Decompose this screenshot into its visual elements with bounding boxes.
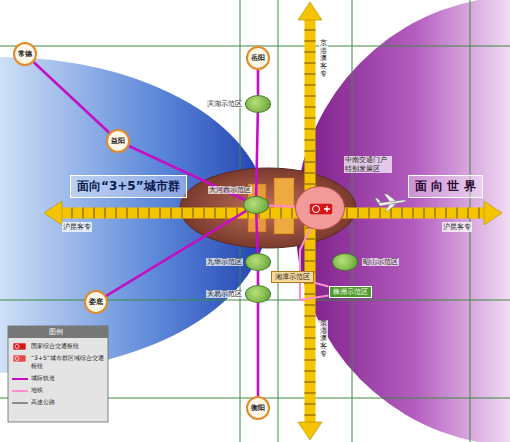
metro-line	[300, 228, 329, 300]
legend-sample	[12, 399, 28, 407]
node-label: 常德	[18, 49, 32, 59]
zone-ellipse: 昭山示范区	[332, 253, 358, 271]
city-circle: 衡阳	[246, 396, 270, 420]
zone-ellipse: 大河西示范区	[243, 196, 269, 214]
rail-name: 沪昆客专	[62, 222, 92, 232]
legend-text: 国家综合交通枢纽	[31, 342, 105, 350]
zone-label: 滨湖示范区	[206, 100, 243, 108]
legend-box	[8, 326, 108, 422]
node-label: 湘潭示范区	[275, 273, 310, 281]
rail-name: 沪昆客专	[442, 222, 472, 232]
legend-text: 城际轨道	[31, 374, 105, 382]
zone-ellipse: 天易示范区	[245, 285, 271, 303]
city-circle: 娄底	[84, 290, 108, 314]
legend-sample	[12, 387, 28, 395]
node-label: 株洲示范区	[333, 288, 368, 296]
hub-icon	[309, 203, 333, 215]
node-label: 娄底	[89, 297, 103, 307]
legend-text: 高速公路	[31, 398, 105, 406]
zone-box: 株洲示范区	[329, 286, 372, 298]
city-circle: 常德	[13, 42, 37, 66]
intercity-rail	[256, 214, 257, 253]
rail-corridor	[44, 201, 502, 225]
rail-name: 京港澳客专	[319, 40, 328, 78]
legend-sample	[12, 375, 28, 383]
legend-text: “3+5”城市群区域综合交通枢纽	[31, 354, 105, 369]
zone-ellipse: 滨湖示范区	[245, 95, 271, 113]
intercity-rail	[257, 271, 260, 285]
metro-line	[314, 283, 329, 287]
region-title: 面 向 世 界	[408, 175, 483, 198]
legend-sample	[12, 343, 28, 351]
rail-name: 京港澳客专	[319, 320, 328, 358]
zone-ellipse: 九华示范区	[245, 253, 271, 271]
zone-box: 湘潭示范区	[271, 271, 314, 283]
airplane-icon	[375, 194, 406, 211]
zone-label: 昭山示范区	[362, 258, 399, 266]
hub-area: 中南交通门户特别发展区	[295, 186, 345, 230]
node-label: 益阳	[111, 136, 125, 146]
intercity-rail	[256, 113, 258, 196]
intercity-rail	[34, 62, 109, 133]
city-circle: 益阳	[106, 129, 130, 153]
zone-label: 中南交通门户特别发展区	[344, 156, 392, 173]
node-label: 岳阳	[251, 53, 265, 63]
node-label: 衡阳	[251, 403, 265, 413]
region-title: 面向“3+5”城市群	[70, 175, 187, 198]
region-world	[295, 0, 510, 442]
metro-line	[269, 206, 295, 207]
intercity-rail	[106, 211, 246, 296]
city-circle: 岳阳	[246, 46, 270, 70]
zone-label: 天易示范区	[206, 290, 243, 298]
intercity-rail	[257, 70, 260, 95]
zone-label: 九华示范区	[206, 258, 243, 266]
legend-title-bar	[8, 326, 108, 338]
legend-text: 地铁	[31, 386, 105, 394]
zone-label: 大河西示范区	[208, 186, 252, 194]
intercity-rail	[257, 303, 260, 396]
legend-title: 图例	[48, 327, 64, 337]
legend-sample	[12, 355, 28, 363]
